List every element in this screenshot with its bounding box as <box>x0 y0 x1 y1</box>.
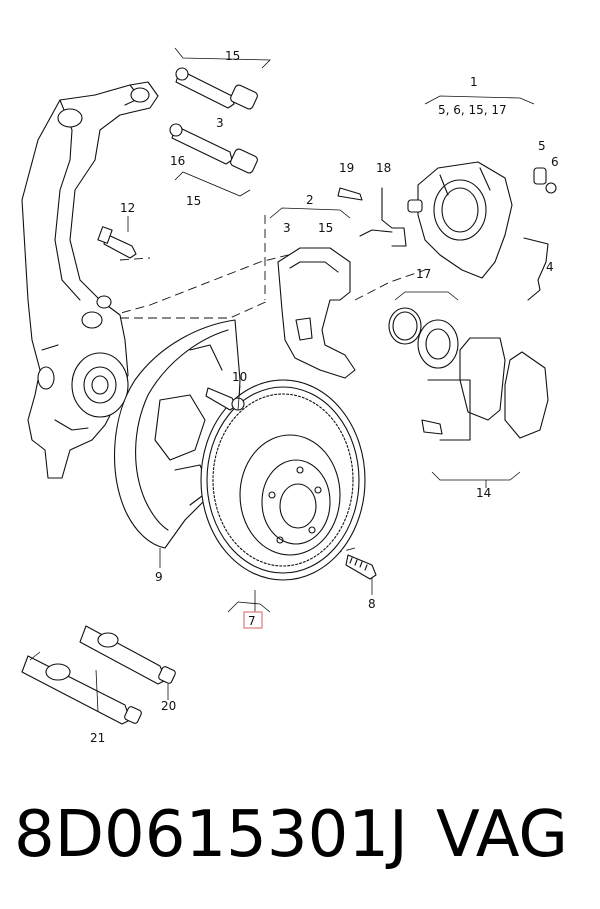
callout-8: 8 <box>368 597 376 611</box>
grease-tubes <box>21 625 176 725</box>
callout-16: 16 <box>170 154 185 168</box>
steering-knuckle <box>21 81 159 479</box>
callout-6: 6 <box>551 155 559 169</box>
callout-19: 19 <box>339 161 354 175</box>
callout-labels: 15 3 16 15 12 2 3 15 1 5, 6, 15, 17 5 6 … <box>90 49 559 745</box>
brake-caliper <box>407 161 513 279</box>
caliper-spring <box>523 237 549 301</box>
callout-21: 21 <box>90 731 105 745</box>
footer: 8D0615301J VAG <box>0 790 600 900</box>
callout-1-sub: 5, 6, 15, 17 <box>438 103 507 117</box>
callout-1: 1 <box>470 75 478 89</box>
piston-seals <box>388 307 459 369</box>
callout-10: 10 <box>232 370 247 384</box>
callout-12: 12 <box>120 201 135 215</box>
guide-pins <box>169 67 258 174</box>
callout-14: 14 <box>476 486 491 500</box>
bleeder-valve <box>533 167 557 194</box>
callout-5: 5 <box>538 139 546 153</box>
brake-pads <box>421 337 549 441</box>
brand-name: VAG <box>436 798 568 872</box>
callout-18: 18 <box>376 161 391 175</box>
callout-brackets <box>29 47 535 713</box>
callout-2-sub-a: 3 <box>283 221 291 235</box>
knuckle-bolt <box>97 226 137 259</box>
brake-disc <box>200 379 366 581</box>
callout-20: 20 <box>161 699 176 713</box>
callout-7: 7 <box>248 614 256 628</box>
caliper-carrier <box>277 247 356 379</box>
callout-2-sub-b: 15 <box>318 221 333 235</box>
callout-15-bottom: 15 <box>186 194 201 208</box>
brake-assembly-diagram: 15 3 16 15 12 2 3 15 1 5, 6, 15, 17 5 6 … <box>21 47 559 745</box>
callout-17: 17 <box>416 267 431 281</box>
disc-screw <box>345 554 377 580</box>
callout-9: 9 <box>155 570 163 584</box>
caliper-clip <box>337 187 407 247</box>
callout-15-top: 15 <box>225 49 240 63</box>
callout-3: 3 <box>216 116 224 130</box>
part-number: 8D0615301J <box>14 798 408 872</box>
callout-4: 4 <box>546 260 554 274</box>
callout-2: 2 <box>306 193 314 207</box>
callout-7-highlight <box>243 611 263 629</box>
